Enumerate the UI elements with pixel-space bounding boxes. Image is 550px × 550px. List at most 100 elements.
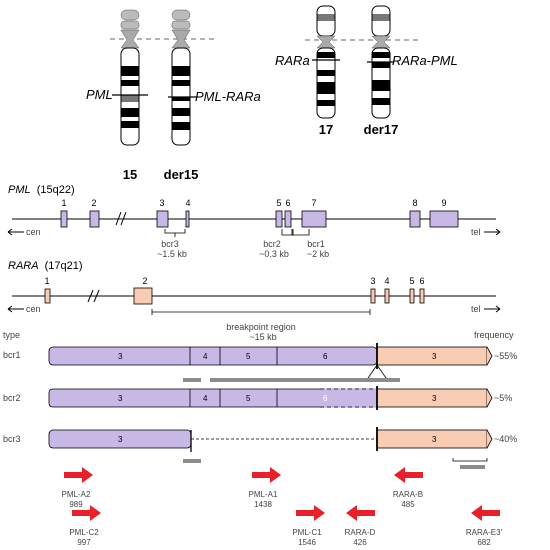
rara-exon-3-label: 3 [370,276,375,286]
primer-left-arrow-icon [471,505,500,521]
pml-tel-label: tel [471,227,481,237]
primer-right-arrow-icon [252,467,281,483]
rara-tel-arrow-icon [484,305,501,313]
chromosome-panel: PML PML-RARa RARa RARa-PML 15 der15 17 d… [86,5,458,182]
pml-exon-7-label: 7 [311,198,316,208]
primer-pml-a2-pos: 989 [69,500,83,509]
bcr2-pml-exon-3: 3 [118,394,123,403]
pml-exon-9 [429,210,459,228]
pml-cen-arrow-icon [7,228,24,236]
primer-right-arrow-icon [72,505,101,521]
pml-exon-9-label: 9 [441,198,446,208]
primer-pml-a1-name: PML-A1 [249,490,278,499]
pml-exon-4-label: 4 [185,198,190,208]
chrom-17-label: 17 [319,122,333,137]
chromosome-15 [120,9,140,146]
chrom-der17-label: der17 [364,122,399,137]
pml-gene-map: PML (15q22) 1 2 3 4 5 6 7 8 9 bcr3 ~1.5 … [7,184,501,259]
primer-rara-b-pos: 485 [401,500,415,509]
bcr3-probe [183,459,201,463]
primer-rara-b-name: RARA-B [393,490,423,499]
scale-bar [452,458,488,462]
rara-chrom-label: RARa [275,53,310,68]
bcr2-frequency: ~5% [494,393,512,403]
bcr1-size: ~2 kb [307,249,329,259]
transcript-bcr3: bcr3 3 3 ~40% [3,427,517,463]
primer-pml-c2-pos: 997 [77,538,91,547]
primer-rara-d-pos: 426 [353,538,367,547]
primer-pml-c1-name: PML-C1 [292,528,322,537]
pml-exon-2-label: 2 [91,198,96,208]
pml-exon-6 [284,210,292,228]
pml-exon-4 [185,210,190,228]
bcr3-type-label: bcr3 [3,434,21,444]
primer-right-arrow-icon [64,467,93,483]
pml-exon-8-label: 8 [412,198,417,208]
bcr2-bracket [281,229,294,236]
bcr1-probe-left [183,378,201,382]
primer-pml-a2-name: PML-A2 [62,490,91,499]
bcr1-pml-exon-4: 4 [203,352,208,361]
chromosome-der15 [171,9,191,146]
primer-left-arrow-icon [394,467,423,483]
frequency-header: frequency [474,330,514,340]
pml-exon-1 [60,210,68,228]
breakpoint-region-label: breakpoint region [226,322,296,332]
rara-gene-map: RARA (17q21) 1 2 3 4 5 6 cen tel breakpo… [7,260,501,342]
bcr1-frequency: ~55% [494,351,517,361]
pml-rara-chrom-label: PML-RARa [195,89,261,104]
bcr3-pml-exon-3: 3 [118,435,123,444]
pml-exon-5 [275,210,283,228]
rara-gene-title: RARA (17q21) [8,260,83,272]
primer-rara-e3: RARA-E3' 682 [466,505,503,547]
pml-exon-3 [156,210,169,228]
rara-exon-4-label: 4 [384,276,389,286]
bcr3-label: bcr3 [161,239,179,249]
primer-pml-a1-pos: 1438 [254,500,272,509]
rara-exon-1 [44,288,51,304]
rara-exon-3 [370,288,376,304]
bcr1-label: bcr1 [307,239,325,249]
primer-pml-c1: PML-C1 1546 [292,505,325,547]
bcr1-probe-right [210,378,400,382]
primer-pml-c1-pos: 1546 [298,538,316,547]
bcr2-rara-exon-3: 3 [432,394,437,403]
bcr1-rara-exon-3: 3 [432,352,437,361]
chromosome-der17 [371,5,391,119]
primer-rara-e3-name: RARA-E3' [466,528,503,537]
rara-exon-4 [384,288,390,304]
pml-chrom-label: PML [86,87,113,102]
pml-exon-2 [89,210,100,228]
pml-exon-7 [301,210,327,228]
rara-exon-5 [409,288,415,304]
bcr2-size: ~0.3 kb [259,249,289,259]
bcr3-frequency: ~40% [494,434,517,444]
bcr1-pml-exon-3: 3 [118,352,123,361]
bcr1-pml-exon-5: 5 [246,352,251,361]
bcr1-type-label: bcr1 [3,350,21,360]
rara-tel-label: tel [471,304,481,314]
bcr2-pml-exon-5: 5 [246,394,251,403]
pml-cen-label: cen [26,227,41,237]
primer-panel: PML-A2 989 PML-A1 1438 RARA-B 485 PML-C2… [62,467,503,547]
primer-right-arrow-icon [296,505,325,521]
bcr2-pml-exon-6: 6 [323,394,328,403]
rara-exon-5-label: 5 [409,276,414,286]
primer-pml-c2-name: PML-C2 [69,528,99,537]
pml-exon-5-label: 5 [276,198,281,208]
primer-pml-a2: PML-A2 989 [62,467,93,509]
chrom-15-label: 15 [123,167,137,182]
pml-exon-3-label: 3 [159,198,164,208]
bcr3-size: ~1.5 kb [157,249,187,259]
pml-exon-6-label: 6 [285,198,290,208]
primer-pml-c2: PML-C2 997 [69,505,101,547]
primer-rara-b: RARA-B 485 [393,467,423,509]
pml-gene-title: PML (15q22) [8,184,75,196]
transcript-panel: type frequency bcr1 3 4 5 6 3 ~55% bcr2 [3,330,517,469]
bcr3-bracket [164,229,186,237]
bcr1-pml-exon-6: 6 [323,352,328,361]
pml-exon-8 [409,210,421,228]
bcr1-bracket [291,229,310,236]
primer-left-arrow-icon [346,505,375,521]
